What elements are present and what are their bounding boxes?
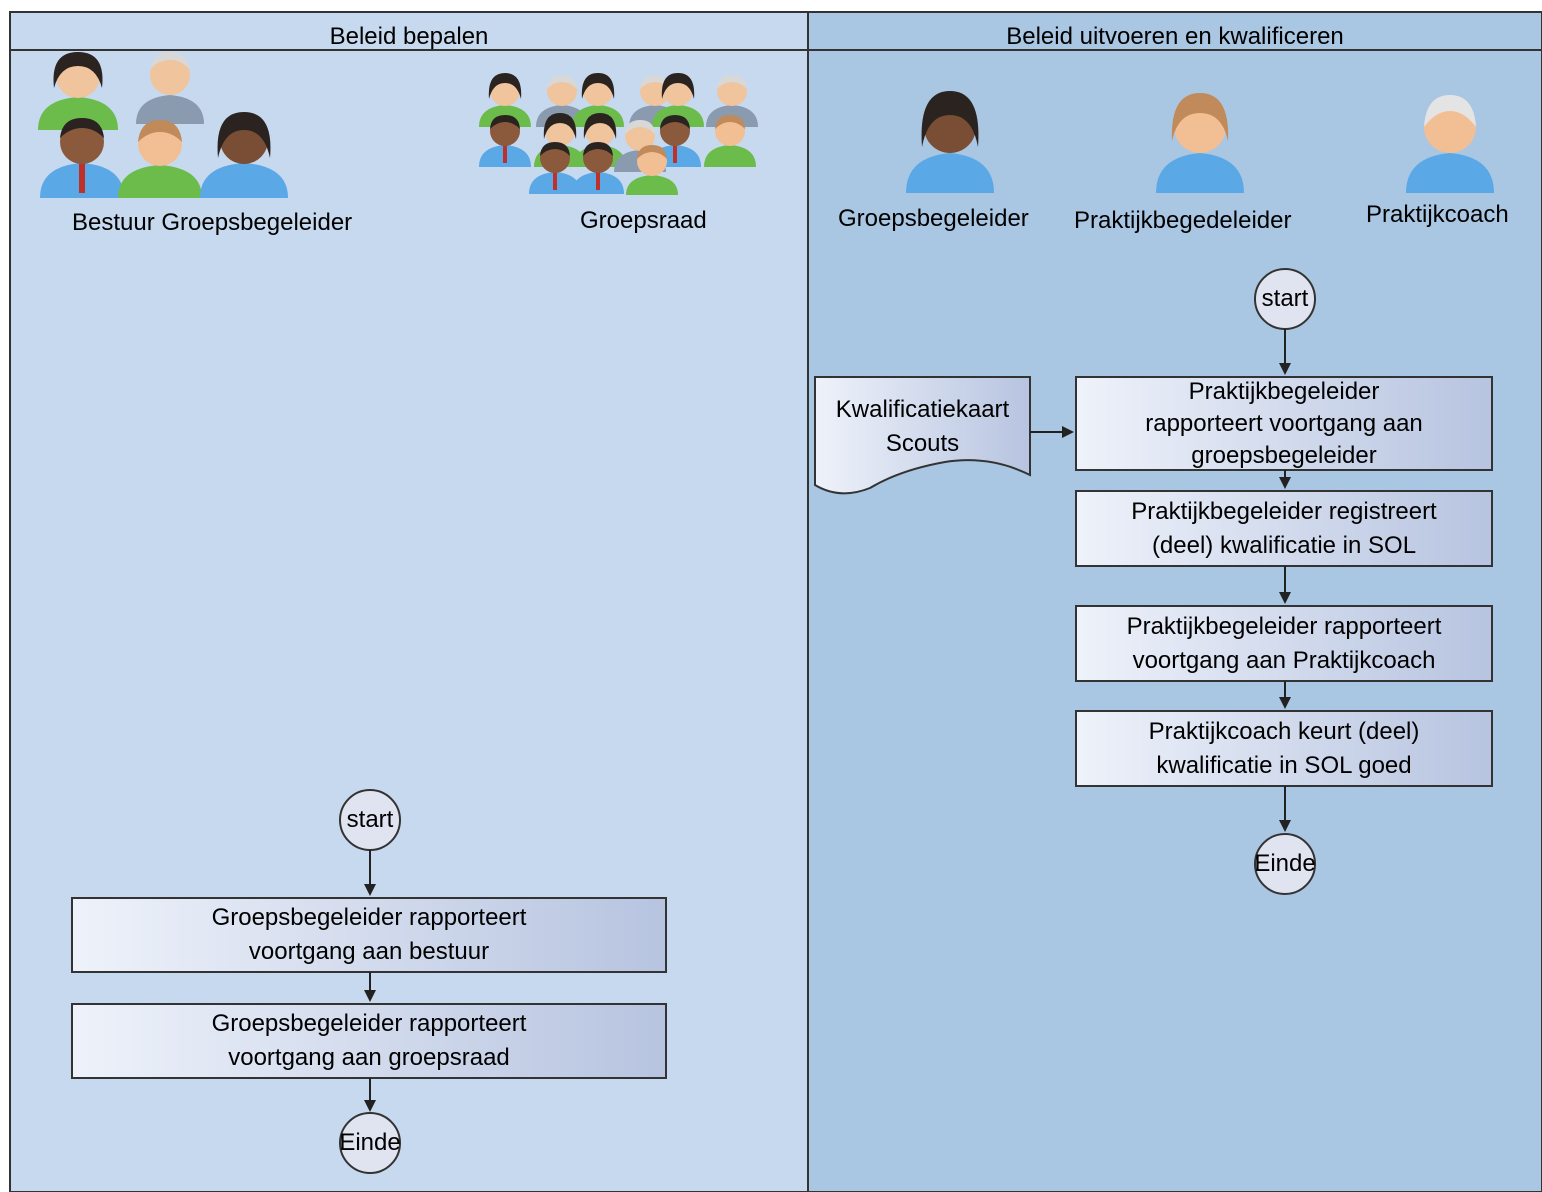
bestuur-group-icon: [38, 52, 288, 198]
right-step-3-text: Praktijkbegeleider rapporteert voortgang…: [1126, 612, 1442, 674]
right-step-3-box: [1075, 605, 1493, 682]
left-end-label: Einde: [339, 1129, 401, 1156]
right-end-node: [1254, 833, 1316, 895]
right-step-1-box: [1075, 376, 1493, 471]
right-step-2-text: Praktijkbegeleider registreert (deel) kw…: [1131, 497, 1437, 559]
lane-left-title: Beleid bepalen: [329, 23, 489, 50]
document-text: Kwalificatiekaart Scouts: [835, 396, 1010, 457]
groepsbegeleider-person-icon: [906, 91, 994, 193]
left-step-1-box: [71, 897, 667, 973]
praktijkbegeleider-person-icon: [1156, 93, 1244, 193]
actor-label-praktijkcoach: Praktijkcoach: [1366, 201, 1509, 228]
left-end-node: [339, 1112, 401, 1174]
actor-label-groepsraad: Groepsraad: [580, 207, 707, 234]
right-start-label: start: [1261, 285, 1309, 312]
actor-label-bestuur: Bestuur Groepsbegeleider: [72, 209, 353, 236]
left-step-1-text: Groepsbegeleider rapporteert voortgang a…: [211, 904, 527, 965]
left-step-2-box: [71, 1003, 667, 1079]
lane-right-title: Beleid uitvoeren en kwalificeren: [1006, 23, 1344, 50]
left-flow: [71, 789, 667, 1174]
lane-left: [9, 11, 809, 1192]
actor-label-groepsbegeleider: Groepsbegeleider: [838, 205, 1029, 232]
right-flow: [814, 268, 1493, 895]
lane-right: [807, 11, 1542, 1192]
actor-label-praktijkbegeleider: Praktijkbegedeleider: [1074, 207, 1292, 234]
document-shape: [814, 376, 1031, 495]
right-step-1-text: Praktijkbegeleider rapporteert voortgang…: [1145, 377, 1423, 469]
right-step-2-box: [1075, 490, 1493, 567]
praktijkcoach-person-icon: [1406, 95, 1494, 193]
right-end-label: Einde: [1254, 850, 1316, 877]
left-step-2-text: Groepsbegeleider rapporteert voortgang a…: [211, 1010, 527, 1071]
groepsraad-group-icon: [479, 73, 758, 195]
right-step-4-box: [1075, 710, 1493, 787]
left-start-label: start: [346, 806, 394, 833]
right-step-4-text: Praktijkcoach keurt (deel) kwalificatie …: [1148, 717, 1420, 779]
